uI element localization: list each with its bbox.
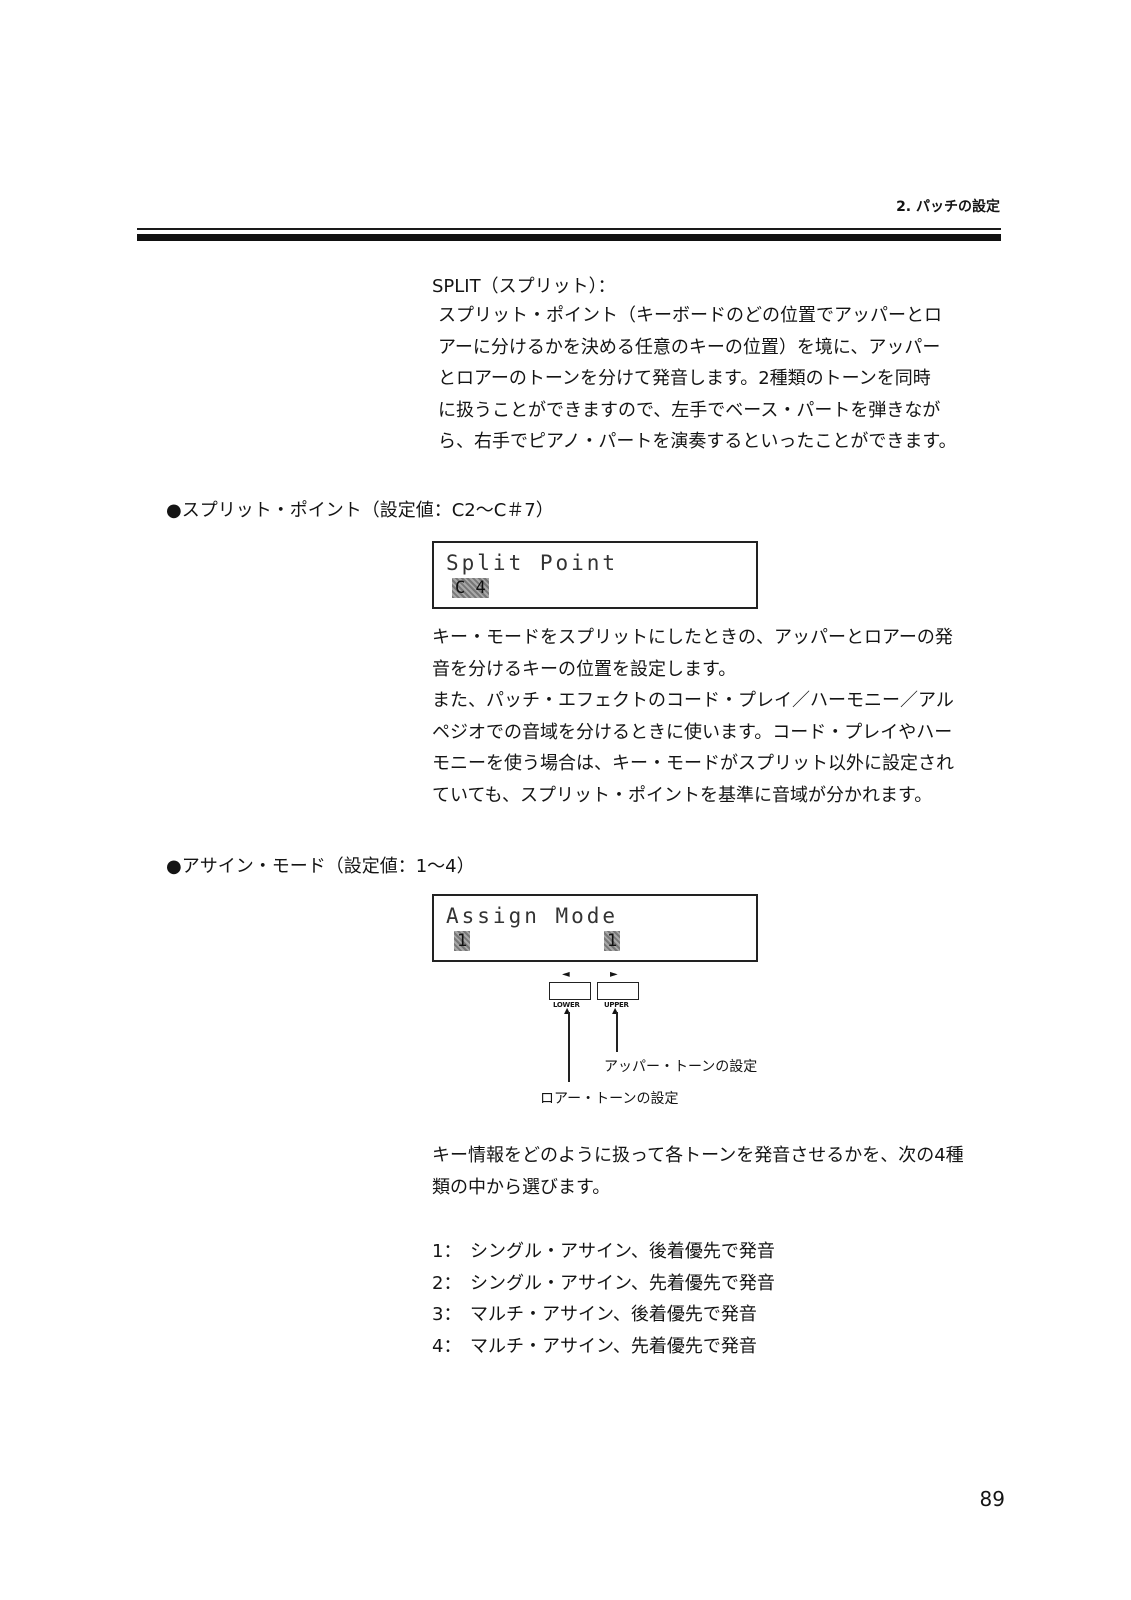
list-item: 4： マルチ・アサイン、先着優先で発音 [432, 1331, 775, 1363]
lcd-value: C 4 [452, 578, 489, 598]
lower-pointer-line [568, 1012, 570, 1082]
split-desc-line: とロアーのトーンを分けて発音します。2種類のトーンを同時 [438, 368, 931, 390]
lcd-value-lower: 1 [454, 931, 471, 951]
split-point-heading: ●スプリット・ポイント（設定値：C2〜C＃7） [166, 500, 554, 521]
header-rule-thick [137, 234, 1001, 241]
lower-button-label: LOWER [553, 1001, 580, 1009]
list-item: 1： シングル・アサイン、後着優先で発音 [432, 1236, 775, 1268]
assign-mode-options: 1：シングル・アサイン、後着優先で発音 2：シングル・アサイン、先着優先で発音 … [432, 1236, 775, 1362]
split-desc-line: に扱うことができますので、左手でベース・パートを弾きなが [438, 399, 941, 421]
header-rule-thin [137, 228, 1001, 230]
section-header-title: 2. パッチの設定 [896, 199, 1000, 215]
assign-mode-body: キー情報をどのように扱って各トーンを発音させるかを、次の4種 類の中から選びます… [432, 1140, 1004, 1203]
body-line: ていても、スプリット・ポイントを基準に音域が分かれます。 [432, 784, 933, 806]
lower-button [549, 982, 591, 1000]
split-description: スプリット・ポイント（キーボードのどの位置でアッパーとロ アーに分けるかを決める… [438, 300, 1004, 458]
body-line: モニーを使う場合は、キー・モードがスプリット以外に設定され [432, 753, 954, 775]
cursor-button-diagram: ◄ ► LOWER UPPER ▲ ▲ アッパー・トーンの設定 ロアー・トーンの… [540, 969, 770, 1108]
body-line: キー情報をどのように扱って各トーンを発音させるかを、次の4種 [432, 1145, 964, 1166]
option-number: 2： [432, 1272, 462, 1294]
option-text: シングル・アサイン、後着優先で発音 [470, 1241, 775, 1262]
body-line: 類の中から選びます。 [432, 1176, 611, 1198]
split-desc-line: アーに分けるかを決める任意のキーの位置）を境に、アッパー [438, 336, 941, 358]
upper-button [597, 982, 639, 1000]
assign-mode-heading: ●アサイン・モード（設定値：1〜4） [166, 856, 475, 877]
option-text: マルチ・アサイン、後着優先で発音 [470, 1304, 757, 1326]
body-line: また、パッチ・エフェクトのコード・プレイ／ハーモニー／アル [432, 690, 954, 712]
split-heading: SPLIT（スプリット）： [432, 276, 616, 297]
split-desc-line: ら、右手でピアノ・パートを演奏するといったことができます。 [438, 431, 957, 453]
list-item: 3： マルチ・アサイン、後着優先で発音 [432, 1299, 775, 1331]
lower-tone-caption: ロアー・トーンの設定 [540, 1091, 679, 1107]
split-point-body: キー・モードをスプリットにしたときの、アッパーとロアーの発 音を分けるキーの位置… [432, 622, 1004, 812]
option-text: マルチ・アサイン、先着優先で発音 [470, 1335, 757, 1357]
page-number: 89 [979, 1487, 1005, 1511]
up-arrow-icon: ▲ [564, 1006, 571, 1015]
upper-pointer-line [616, 1012, 618, 1052]
upper-tone-caption: アッパー・トーンの設定 [604, 1059, 758, 1075]
option-number: 4： [432, 1335, 462, 1357]
split-point-lcd: Split Point C 4 [432, 541, 758, 609]
assign-mode-lcd: Assign Mode 1 1 [432, 894, 758, 962]
lcd-title: Split Point [446, 551, 619, 575]
list-item: 2： シングル・アサイン、先着優先で発音 [432, 1268, 775, 1300]
upper-button-label: UPPER [604, 1001, 629, 1009]
option-number: 3： [432, 1304, 462, 1326]
up-arrow-icon: ▲ [612, 1006, 619, 1015]
body-line: 音を分けるキーの位置を設定します。 [432, 658, 737, 680]
split-desc-line: スプリット・ポイント（キーボードのどの位置でアッパーとロ [438, 305, 942, 326]
lcd-value-upper: 1 [604, 931, 621, 951]
option-number: 1： [432, 1241, 462, 1262]
left-arrow-icon: ◄ [562, 969, 570, 980]
body-line: キー・モードをスプリットにしたときの、アッパーとロアーの発 [432, 627, 953, 648]
option-text: シングル・アサイン、先着優先で発音 [470, 1272, 775, 1294]
right-arrow-icon: ► [610, 969, 618, 980]
body-line: ペジオでの音域を分けるときに使います。コード・プレイやハー [432, 721, 953, 743]
lcd-title: Assign Mode [446, 904, 619, 928]
